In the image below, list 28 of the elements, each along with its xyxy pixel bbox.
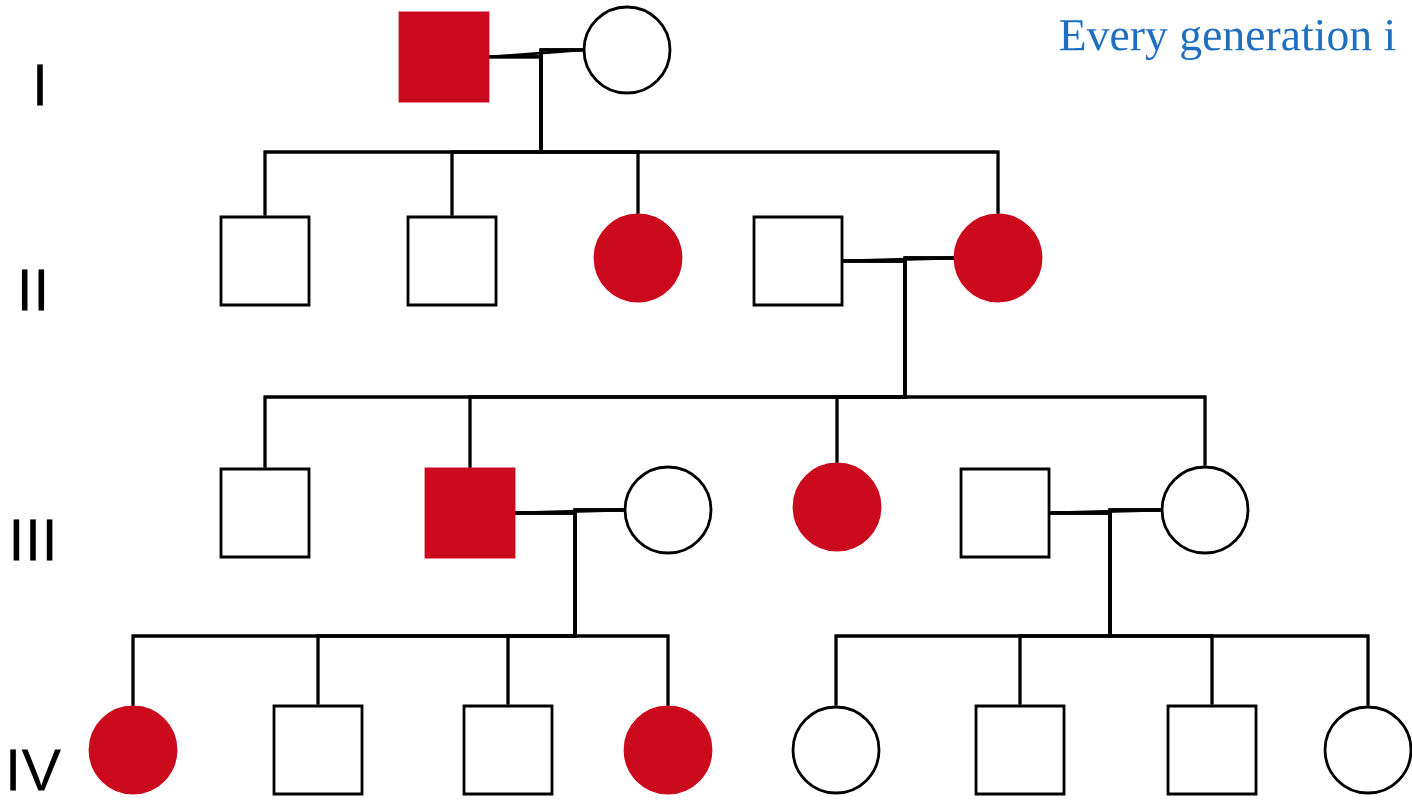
circle-symbol [791, 705, 881, 795]
descent-line [1108, 508, 1370, 706]
circle-symbol [953, 213, 1043, 303]
heading: Every generation i [1060, 19, 1396, 61]
generation-label: III [13, 519, 53, 561]
circle-symbol [792, 462, 882, 552]
circle-symbol [1160, 465, 1250, 555]
descent-line [903, 256, 1207, 466]
circle-symbol [582, 5, 672, 95]
square-symbol [1166, 704, 1258, 796]
square-symbol [959, 467, 1051, 559]
circle-symbol [623, 705, 713, 795]
descent-line [573, 508, 670, 706]
circle-symbol [88, 705, 178, 795]
square-symbol [398, 11, 490, 103]
square-symbol [219, 467, 311, 559]
square-symbol [462, 704, 554, 796]
circle-symbol [593, 213, 683, 303]
generation-label: I [37, 64, 43, 106]
square-symbol [974, 704, 1066, 796]
generation-label: II [21, 269, 45, 311]
square-symbol [219, 215, 311, 307]
circle-symbol [623, 465, 713, 555]
mating-line [489, 48, 583, 59]
square-symbol [424, 467, 516, 559]
square-symbol [272, 704, 364, 796]
square-symbol [406, 215, 498, 307]
square-symbol [752, 215, 844, 307]
